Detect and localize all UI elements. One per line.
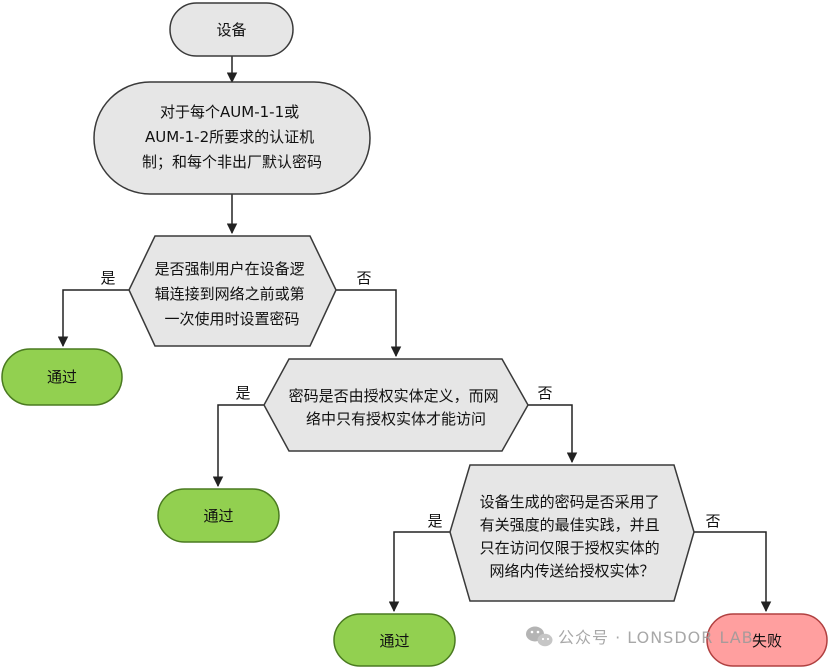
node-decision3-text: 设备生成的密码是否采用了 有关强度的最佳实践，并且 只在访问仅限于授权实体的 网… (480, 493, 665, 580)
edges (57, 56, 772, 613)
watermark: 公众号 · LONSDOR LAB (526, 626, 754, 647)
node-fail-shape (706, 613, 828, 667)
edge-labels: 是 否 是 否 是 否 (100, 269, 720, 530)
node-requirement: 对于每个AUM-1-1或 AUM-1-2所要求的认证机 制；和每个非出厂默认密码 (93, 81, 371, 195)
node-decision2: 密码是否由授权实体定义，而网 络中只有授权实体才能访问 (263, 358, 529, 452)
node-pass3-shape (333, 613, 456, 667)
node-decision2-line-2: 络中只有授权实体才能访问 (306, 410, 486, 428)
node-decision1-line-1: 是否强制用户在设备逻 (155, 260, 305, 278)
node-requirement-shape (93, 81, 371, 195)
node-decision3-line-2: 有关强度的最佳实践，并且 (480, 516, 660, 534)
label-d1-no: 否 (356, 269, 371, 287)
node-pass1: 通过 (1, 348, 123, 406)
node-decision1-line-2: 辑连接到网络之前或第 (155, 285, 305, 303)
node-fail-text: 失败 (752, 632, 782, 650)
label-d3-no: 否 (705, 512, 720, 530)
node-pass3: 通过 (333, 613, 456, 667)
node-requirement-line-1: 对于每个AUM-1-1或 (160, 103, 299, 121)
edge-decision2-no (528, 404, 578, 464)
node-decision3-line-1: 设备生成的密码是否采用了 (480, 493, 660, 511)
node-pass1-text: 通过 (47, 368, 77, 386)
node-decision2-shape (263, 358, 529, 452)
node-decision1-line-3: 一次使用时设置密码 (164, 310, 299, 328)
label-d2-no: 否 (537, 384, 552, 402)
node-pass1-shape (1, 348, 123, 406)
node-decision3-shape (449, 464, 695, 602)
node-decision1-text: 是否强制用户在设备逻 辑连接到网络之前或第 一次使用时设置密码 (155, 260, 310, 328)
edge-decision3-yes (388, 531, 450, 613)
node-start: 设备 (169, 2, 294, 57)
node-decision3-line-4: 网络内传送给授权实体？ (489, 562, 654, 580)
edge-decision2-yes (212, 404, 264, 488)
watermark-text: 公众号 · LONSDOR LAB (558, 628, 754, 647)
node-start-shape (169, 2, 294, 57)
node-decision3-line-3: 只在访问仅限于授权实体的 (480, 539, 660, 557)
edge-decision1-no (336, 289, 402, 358)
node-requirement-line-2: AUM-1-2所要求的认证机 (145, 128, 314, 146)
node-decision2-line-1: 密码是否由授权实体定义，而网 (289, 387, 499, 405)
node-requirement-line-3: 制；和每个非出厂默认密码 (142, 153, 322, 171)
node-decision1: 是否强制用户在设备逻 辑连接到网络之前或第 一次使用时设置密码 (128, 235, 337, 347)
node-pass2-text: 通过 (203, 507, 233, 525)
node-start-text: 设备 (216, 21, 246, 39)
node-decision3: 设备生成的密码是否采用了 有关强度的最佳实践，并且 只在访问仅限于授权实体的 网… (449, 464, 695, 602)
label-d2-yes: 是 (235, 384, 250, 402)
node-fail: 失败 (706, 613, 828, 667)
node-decision2-text: 密码是否由授权实体定义，而网 络中只有授权实体才能访问 (289, 387, 504, 428)
label-d3-yes: 是 (427, 512, 442, 530)
node-requirement-text: 对于每个AUM-1-1或 AUM-1-2所要求的认证机 制；和每个非出厂默认密码 (142, 103, 322, 171)
edge-decision1-yes (57, 289, 129, 348)
node-pass2: 通过 (157, 488, 280, 543)
node-pass2-shape (157, 488, 280, 543)
node-decision1-shape (128, 235, 337, 347)
wechat-icon (526, 626, 553, 647)
edge-decision3-no (694, 531, 772, 613)
node-pass3-text: 通过 (379, 632, 409, 650)
label-d1-yes: 是 (100, 269, 115, 287)
